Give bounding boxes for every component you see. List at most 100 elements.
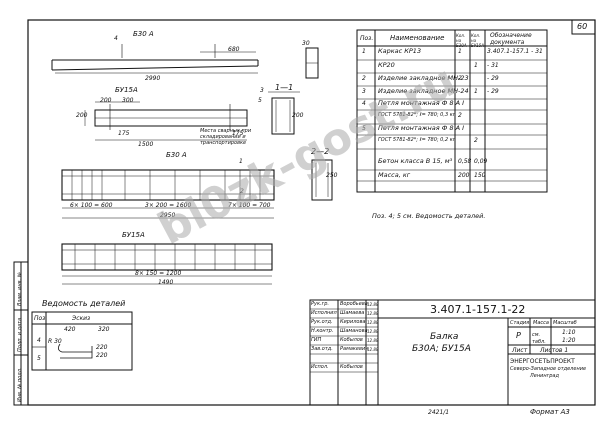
spec-cell-name: Петля монтажная Ф 8 А I	[378, 99, 465, 107]
mass-value: см. табл.	[532, 332, 546, 345]
spec-header-pos: Поз.	[360, 35, 374, 42]
dim-2990: 2990	[145, 75, 161, 82]
tb-name: Шамаева	[340, 310, 365, 316]
details-dim-220-a: 220	[96, 344, 108, 351]
spec-cell-doc: - 29	[487, 75, 499, 82]
dim-8x150: 8× 150 = 1200	[135, 270, 182, 277]
spec-cell-q2: 2	[474, 137, 478, 144]
item-name-1: Балка	[430, 332, 459, 342]
tb-role: ГИП	[311, 337, 322, 343]
section-label-2: 2—2	[311, 147, 330, 156]
spec-cell-doc: - 29	[487, 88, 499, 95]
callout-5: 5	[258, 97, 262, 104]
tb-date: 12.88	[367, 302, 379, 307]
item-name-2: Б30А; БУ15А	[412, 344, 471, 354]
spec-cell-name: Каркас КР13	[378, 47, 422, 55]
tb-name: Рамакевич	[340, 346, 369, 352]
view-label-b30a-main: Б30 А	[166, 151, 187, 159]
dim-300: 300	[122, 97, 134, 104]
dim-1490: 1490	[158, 279, 174, 286]
org-line-2: Северо-Западное отделение	[510, 366, 587, 372]
mass-header: Масса	[533, 320, 549, 326]
spec-cell-pos: 5	[362, 125, 366, 132]
details-dim-420: 420	[64, 326, 76, 333]
side-stamp-2: Подп. и дата	[17, 317, 23, 352]
drawing-code: 3.407.1-157.1-22	[430, 303, 526, 316]
format-label: Формат А3	[530, 408, 570, 416]
spec-cell-name: ГОСТ 5781-82*; ℓ= 780; 0,3 кг	[378, 112, 456, 118]
side-stamp-3: Инв. № подл.	[17, 367, 23, 403]
dim-200-b: 200	[76, 112, 88, 119]
spec-cell-q2: 1	[474, 88, 478, 95]
spec-header-name: Наименование	[390, 34, 445, 42]
spec-cell-name: ГОСТ 5781-82*; ℓ= 780; 0,2 кг	[378, 137, 456, 143]
sheet-number: 60	[577, 22, 588, 31]
spec-cell-pos: 1	[362, 48, 366, 55]
spec-cell-doc: 3.407.1-157.1 - 31	[487, 48, 543, 55]
details-pos-header: Поз.	[34, 315, 48, 322]
details-dim-320: 320	[98, 326, 110, 333]
callout-2: 2	[240, 188, 244, 195]
callout-3: 3	[260, 87, 264, 94]
scale-value-2: 1:20	[562, 337, 576, 344]
spec-cell-q1: 2	[458, 112, 462, 119]
spec-cell-pos: 2	[362, 75, 366, 82]
dim-200-c: 200	[292, 112, 304, 119]
tb-name: Воробьева	[340, 301, 368, 307]
dim-250: 250	[326, 172, 338, 179]
spec-cell-name: Изделие закладное МН-24	[378, 87, 469, 95]
inventory-number: 2421/1	[428, 409, 450, 416]
spec-cell-name: Изделие закладное МН-23	[378, 74, 469, 82]
sheet-header: Лист	[512, 347, 528, 354]
spec-cell-pos: 3	[362, 88, 366, 95]
tb-role: Испол.	[311, 364, 329, 370]
dim-680: 680	[228, 46, 240, 53]
details-row-4: 4	[37, 337, 41, 344]
scale-value-1: 1:10	[562, 329, 576, 336]
tb-name: Кобылов	[340, 364, 363, 370]
callout-4: 4	[114, 35, 118, 42]
tb-role: Рук.гр.	[311, 301, 329, 307]
tb-date: 12.88	[367, 320, 379, 325]
tb-role: Рук.отд.	[311, 319, 333, 325]
spec-header-doc: Обозначение документа	[490, 32, 532, 46]
tb-date: 12.88	[367, 329, 379, 334]
dim-3x200: 3× 200 = 1600	[145, 202, 192, 209]
org-line-3: Ленинград	[530, 373, 559, 379]
details-dim-r30: R 30	[48, 338, 62, 345]
tb-name: Кирилова	[340, 319, 366, 325]
dim-200-a: 200	[100, 97, 112, 104]
org-line-1: ЭНЕРГОСЕТЬПРОЕКТ	[510, 358, 575, 365]
dim-2950: 2950	[160, 212, 176, 219]
spec-cell-name: Бетон класса В 15, м³	[378, 157, 453, 165]
tb-date: 12.88	[367, 347, 379, 352]
scale-header: Масштаб	[553, 320, 577, 326]
tb-role: Н.контр.	[311, 328, 334, 334]
spec-cell-q1: 0,58	[458, 158, 472, 165]
dim-175-a: 175	[118, 130, 130, 137]
details-sketch-header: Эскиз	[72, 315, 91, 322]
view-label-by15a-top: БУ15А	[115, 86, 138, 94]
spec-header-q2: Кол. на БУ15А	[471, 33, 485, 48]
section-label-1: 1—1	[275, 83, 294, 92]
tb-date: 12.88	[367, 311, 379, 316]
spec-cell-pos: 4	[362, 100, 366, 107]
tb-role: Исполнил	[311, 310, 337, 316]
spec-cell-q2: 0,09	[474, 158, 488, 165]
spec-cell-q2: 1	[474, 62, 478, 69]
callout-1: 1	[239, 158, 243, 165]
dim-175-b: 175	[232, 130, 244, 137]
weld-note: Места сварных при складировании и трансп…	[200, 128, 252, 146]
sheets-header: Листов 1	[540, 347, 569, 354]
tb-role: Зав.отд.	[311, 346, 333, 352]
spec-cell-q1: 200	[458, 172, 470, 179]
dim-6x100: 6× 100 = 600	[70, 202, 113, 209]
stage-value: Р	[516, 331, 521, 340]
spec-cell-q2: 150	[474, 172, 486, 179]
spec-header-q1: Кол. на Б30А	[456, 33, 467, 48]
spec-cell-q1: 1	[458, 48, 462, 55]
spec-cell-q1: 2	[458, 75, 462, 82]
view-label-b30a-top: Б30 А	[133, 30, 154, 38]
stage-header: Стадия	[510, 320, 530, 326]
